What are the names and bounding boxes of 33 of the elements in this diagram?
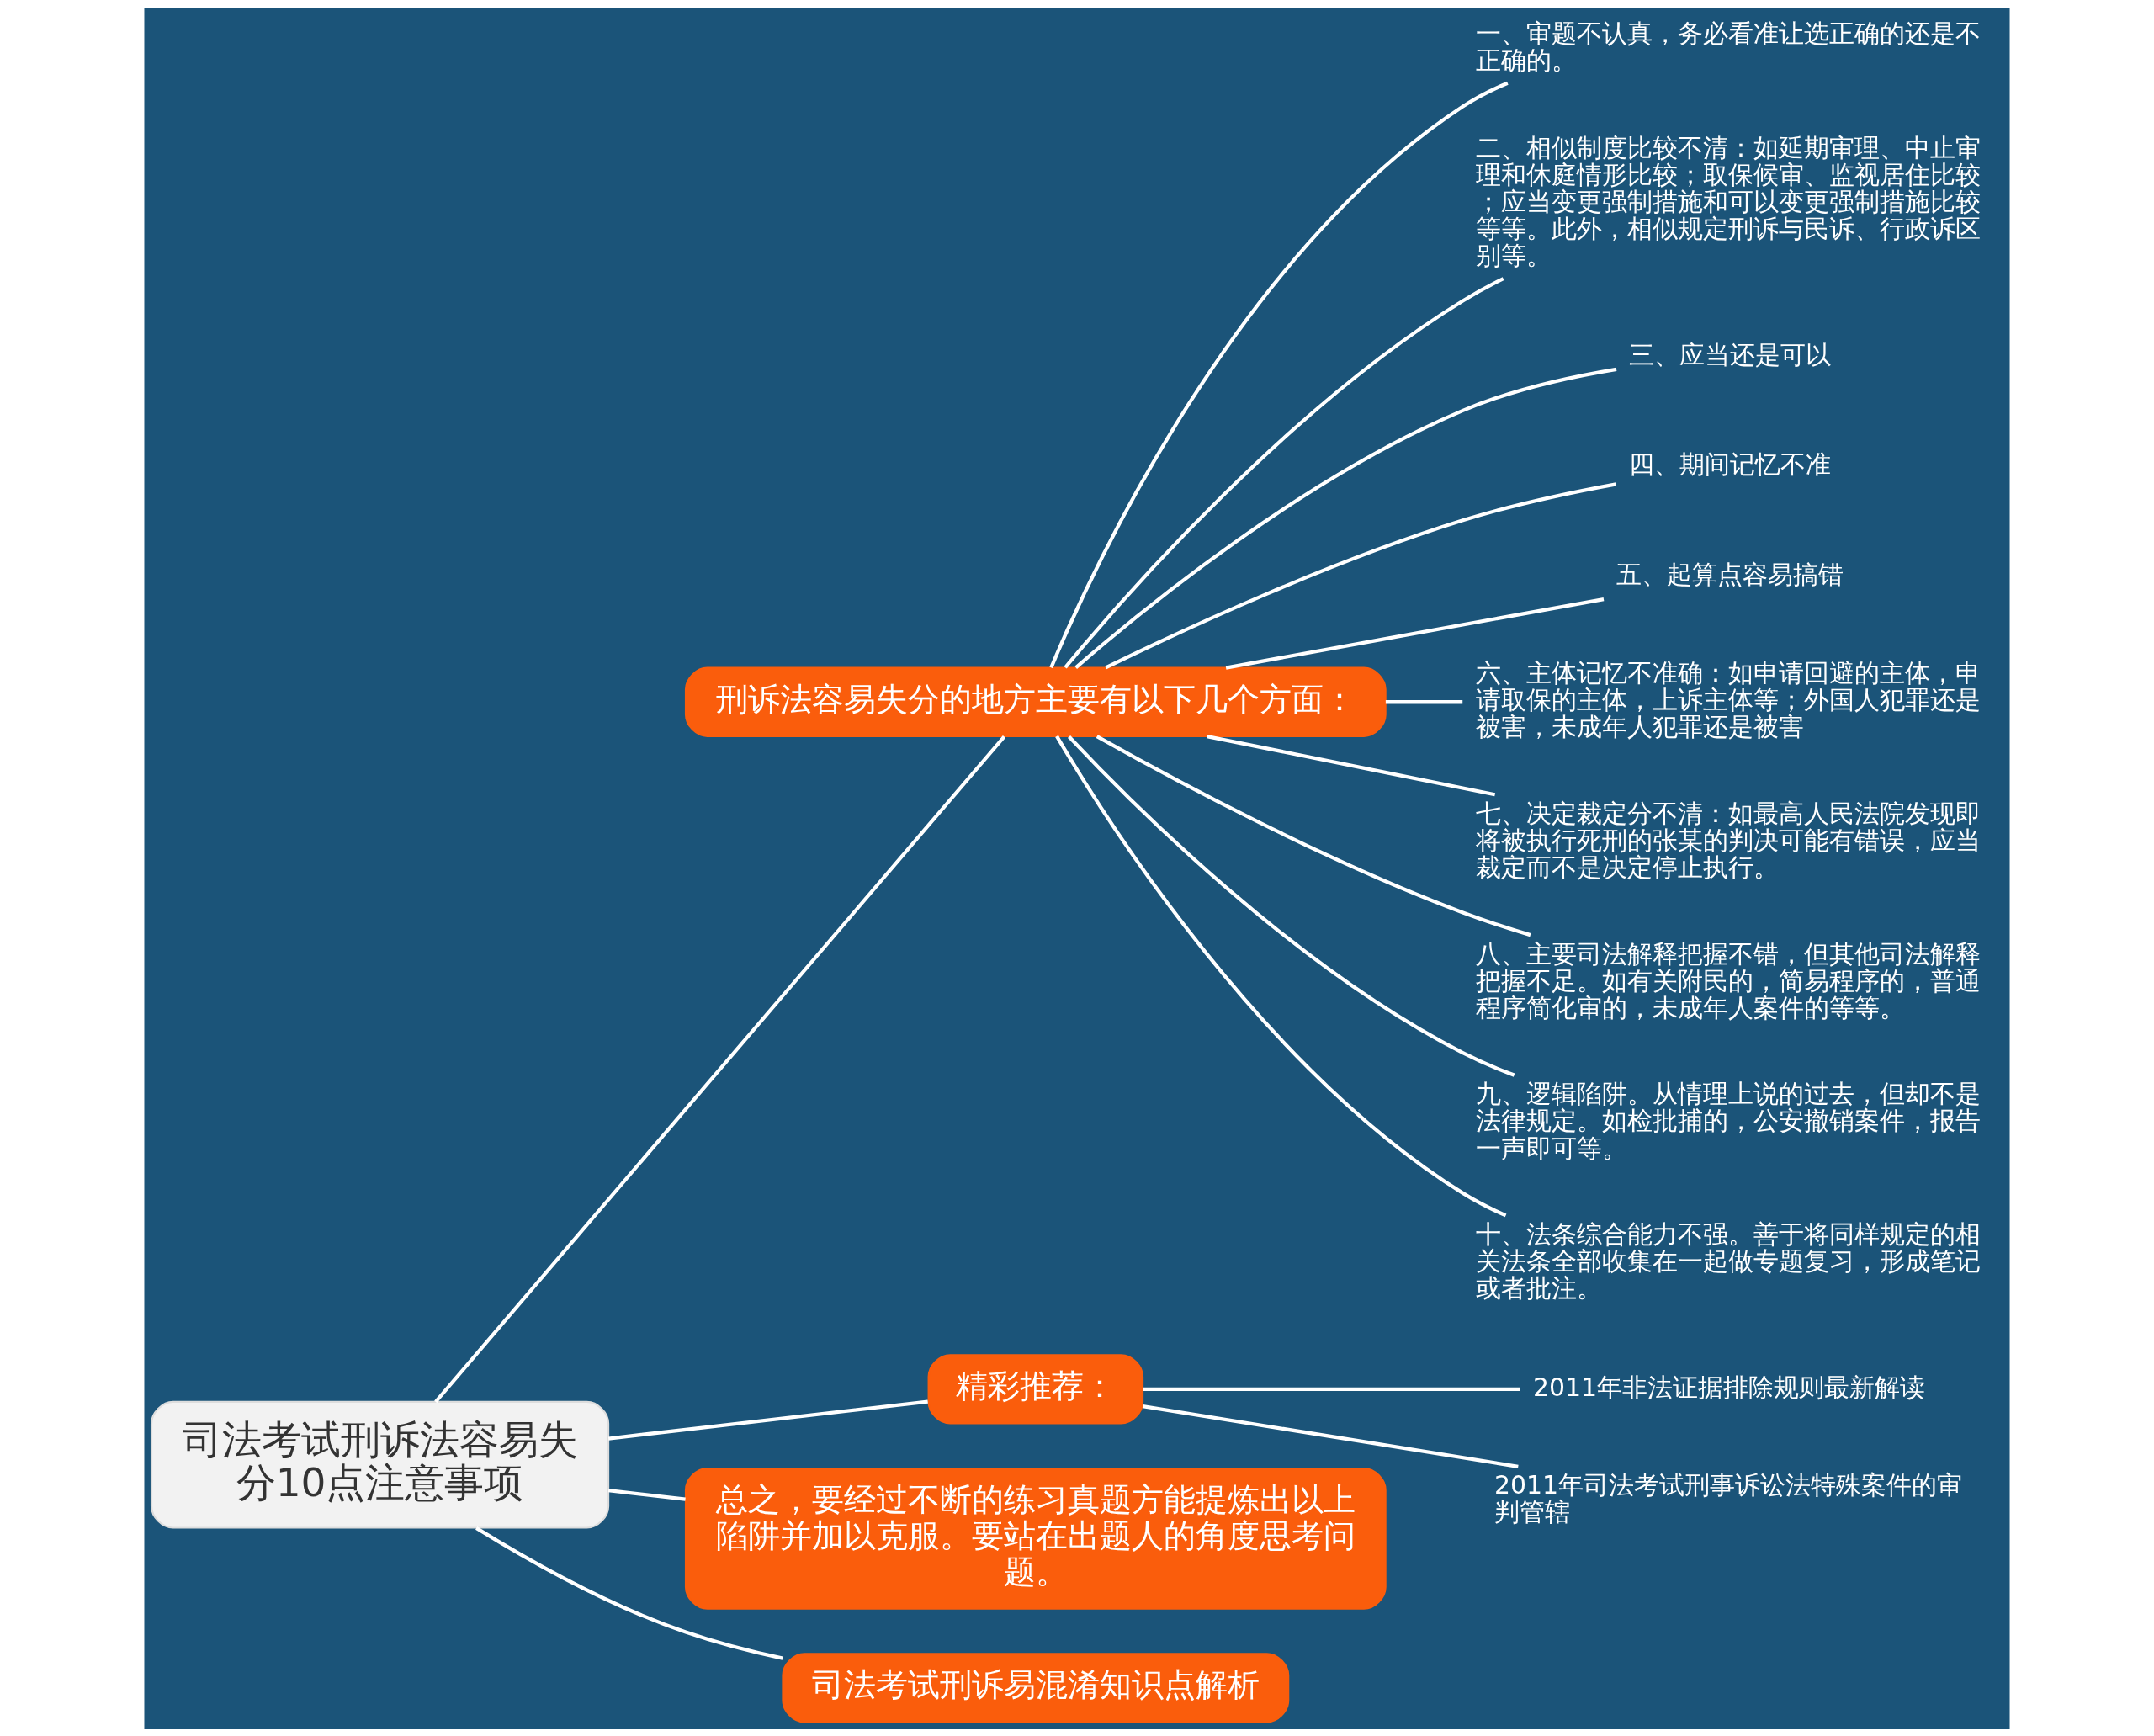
connector <box>1055 735 1507 1217</box>
connector <box>1142 1404 1519 1468</box>
connector <box>1096 734 1531 937</box>
connector <box>475 1526 783 1660</box>
node-box: 总之，要经过不断的练习真题方能提炼出以上陷阱并加以克服。要站在出题人的角度思考问题。 <box>684 1467 1387 1610</box>
connector <box>1068 735 1515 1077</box>
node-text: 九、逻辑陷阱。从情理上说的过去，但却不是法律规定。如检批捕的，公安撤销案件，报告一声即可等。 <box>1475 1078 1981 1162</box>
connector <box>1105 481 1617 669</box>
node-text: 一、审题不认真，务必看准让选正确的还是不正确的。 <box>1475 18 1981 75</box>
node-text: 五、起算点容易搞错 <box>1616 559 1844 588</box>
connector <box>1207 734 1496 796</box>
connector <box>607 1488 686 1501</box>
node-box: 司法考试刑诉法容易失分10点注意事项 <box>150 1400 610 1529</box>
connector <box>1143 1387 1520 1391</box>
node-text: 2011年司法考试刑事诉讼法特殊案件的审判管辖 <box>1494 1469 1963 1526</box>
node-text: 2011年非法证据排除规则最新解读 <box>1532 1372 1926 1402</box>
node-text: 七、决定裁定分不清：如最高人民法院发现即将被执行死刑的张某的判决可能有错误，应当裁定而不是决定停止执行。 <box>1475 798 1981 882</box>
node-box: 精彩推荐： <box>927 1353 1144 1425</box>
connector <box>1074 367 1617 669</box>
node-text: 六、主体记忆不准确：如申请回避的主体，申请取保的主体，上诉主体等；外国人犯罪还是被害，未成年人犯罪还是被害 <box>1475 657 1981 741</box>
node-box: 刑诉法容易失分的地方主要有以下几个方面： <box>684 666 1387 737</box>
node-text: 三、应当还是可以 <box>1629 339 1832 369</box>
node-text: 十、法条综合能力不强。善于将同样规定的相关法条全部收集在一起做专题复习，形成笔记或者批注。 <box>1475 1218 1981 1303</box>
node-text: 二、相似制度比较不清：如延期审理、中止审理和休庭情形比较；取保候审、监视居住比较；应当变更强制措施和可以变更强制措施比较等等。此外，相似规定刑诉与民诉、行政诉区别等。 <box>1475 132 1981 270</box>
connector <box>1049 81 1509 668</box>
connector <box>434 735 1006 1403</box>
node-text: 四、期间记忆不准 <box>1629 449 1832 479</box>
node-box: 司法考试刑诉易混淆知识点解析 <box>782 1652 1290 1723</box>
connector <box>1225 597 1605 670</box>
connector <box>1385 699 1463 703</box>
connector <box>607 1399 928 1441</box>
connector <box>1064 276 1504 669</box>
node-text: 八、主要司法解释把握不错，但其他司法解释把握不足。如有关附民的，简易程序的，普通程序简化审的，未成年人案件的等等。 <box>1475 938 1981 1022</box>
